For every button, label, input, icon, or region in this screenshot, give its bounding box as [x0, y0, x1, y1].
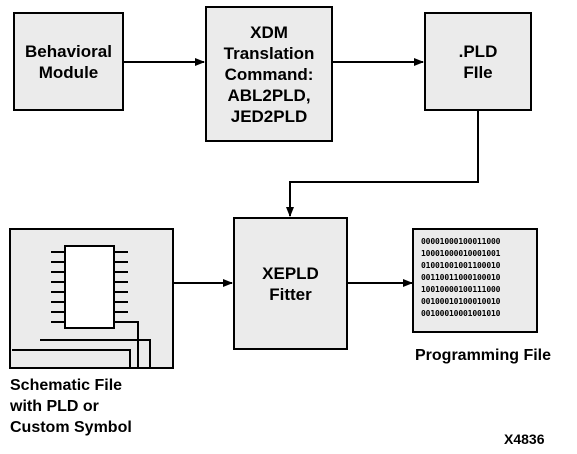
pld-file-box: .PLD FIle	[424, 12, 532, 111]
figure-id: X4836	[504, 431, 545, 447]
schematic-file-label: Schematic File with PLD or Custom Symbol	[10, 375, 132, 438]
xdm-translation-box: XDM Translation Command: ABL2PLD, JED2PL…	[205, 6, 333, 142]
schematic-file-icon	[9, 228, 174, 369]
behavioral-module-box: Behavioral Module	[13, 12, 124, 111]
fitter-line-1: XEPLD	[262, 263, 319, 283]
bit-row: 00110011000100010	[421, 273, 501, 282]
bit-row: 10001000010001001	[421, 249, 501, 258]
xepld-fitter-box: XEPLD Fitter	[233, 217, 348, 350]
pld-line-1: .PLD	[458, 41, 498, 61]
xdm-line-5: JED2PLD	[230, 106, 308, 126]
bit-row: 01001001001100010	[421, 261, 501, 270]
programming-file-bits: 00001000100011000 10001000010001001 0100…	[421, 236, 531, 320]
pld-line-2: FIle	[463, 62, 493, 82]
programming-file-icon	[412, 228, 538, 333]
schematic-label-line-3: Custom Symbol	[10, 419, 132, 436]
behavioral-line-1: Behavioral	[25, 41, 112, 61]
xdm-line-4: ABL2PLD,	[227, 85, 311, 105]
programming-file-label: Programming File	[415, 347, 552, 364]
bit-row: 10010000100111000	[421, 285, 501, 294]
xdm-line-1: XDM	[250, 22, 288, 42]
xdm-line-2: Translation	[223, 43, 315, 63]
schematic-label-line-1: Schematic File	[10, 377, 123, 394]
fitter-line-2: Fitter	[269, 284, 312, 304]
bit-row: 00100010100010010	[421, 297, 501, 306]
schematic-label-line-2: with PLD or	[10, 398, 99, 415]
bit-row: 00100010001001010	[421, 309, 501, 318]
xdm-line-3: Command:	[224, 64, 314, 84]
arrow-pld-to-fitter	[286, 111, 479, 217]
behavioral-line-2: Module	[38, 62, 99, 82]
bit-row: 00001000100011000	[421, 237, 501, 246]
